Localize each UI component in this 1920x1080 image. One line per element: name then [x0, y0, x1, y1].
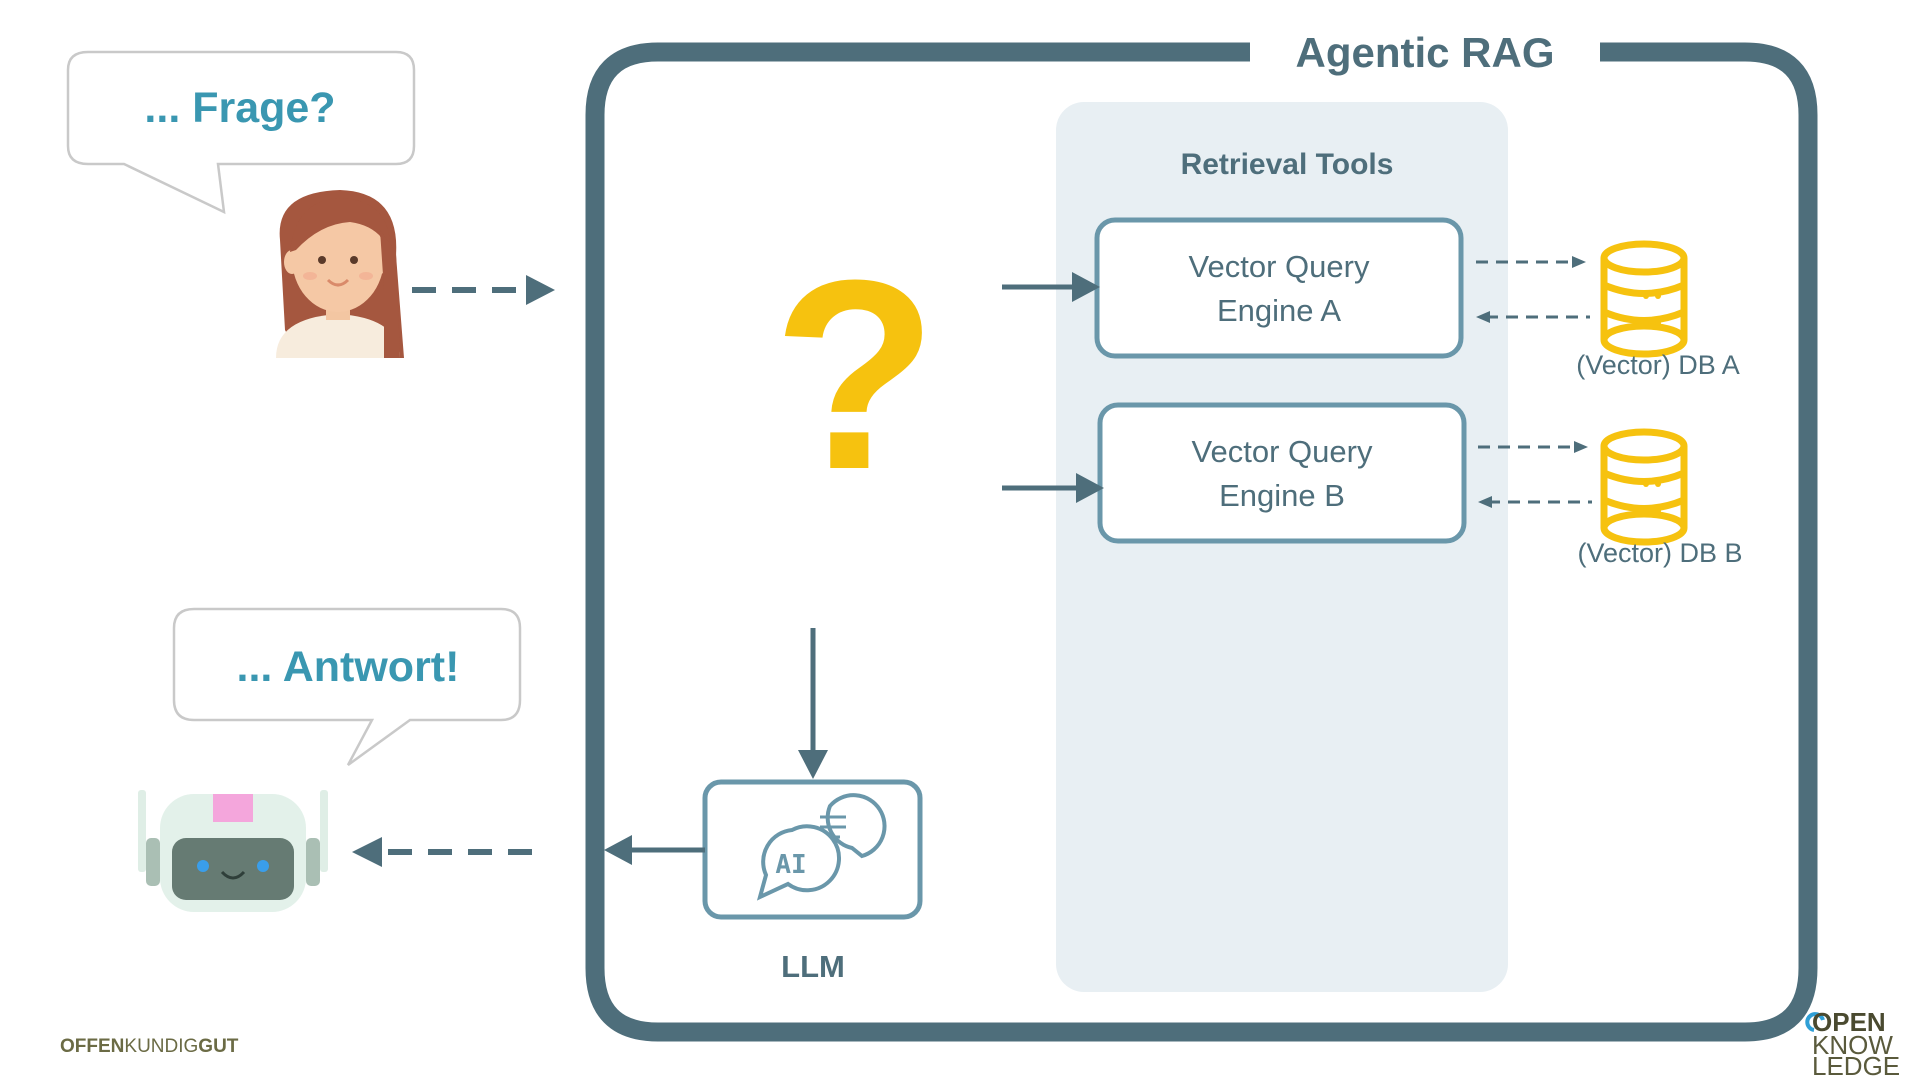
- brand-right-line2: KNOW: [1812, 1030, 1893, 1060]
- arrow-to-engine-a: [1002, 272, 1100, 302]
- engine-a-line2: Engine A: [1217, 293, 1341, 328]
- robot-icon: [138, 790, 328, 912]
- db-a-label: (Vector) DB A: [1576, 350, 1740, 380]
- woman-avatar-icon: [276, 190, 404, 358]
- arrow-user-to-agent: [412, 275, 555, 305]
- question-speech-bubble: [66, 50, 416, 215]
- arrow-db-b-to-engine-b: [1478, 496, 1592, 508]
- ai-chat-bubbles-icon: AI: [756, 793, 887, 901]
- vector-query-engine-a: Vector Query Engine A: [1094, 217, 1464, 359]
- agent-question-mark: ?: [773, 225, 938, 526]
- retrieval-tools-title: Retrieval Tools: [1181, 148, 1394, 181]
- arrow-agent-to-bot: [352, 837, 532, 867]
- diagram-title: Agentic RAG: [1295, 29, 1554, 76]
- question-bubble-text: ... Frage?: [144, 84, 335, 132]
- vector-query-engine-b: Vector Query Engine B: [1097, 402, 1467, 544]
- brand-right-line1: OPEN: [1812, 1007, 1886, 1037]
- database-icon: [1600, 240, 1688, 358]
- db-b-label: (Vector) DB B: [1577, 538, 1742, 568]
- arrow-llm-to-output: [604, 835, 705, 865]
- database-icon: [1600, 428, 1688, 546]
- engine-a-line1: Vector Query: [1189, 249, 1370, 284]
- answer-bubble-text: ... Antwort!: [237, 643, 460, 691]
- agentic-rag-frame: [585, 42, 1818, 1042]
- arrow-engine-a-to-db-a: [1476, 256, 1586, 268]
- answer-speech-bubble: [172, 607, 522, 767]
- brand-right-line3: LEDGE: [1812, 1051, 1900, 1080]
- engine-b-line2: Engine B: [1219, 478, 1345, 513]
- arrow-to-engine-b: [1002, 473, 1104, 503]
- brand-logo-left: OFFENKUNDIGGUT: [60, 1036, 239, 1057]
- arrow-engine-b-to-db-b: [1478, 441, 1588, 453]
- arrow-to-llm: [798, 628, 828, 779]
- engine-b-line1: Vector Query: [1192, 434, 1373, 469]
- brand-logo-right: OPEN KNOW LEDGE: [1805, 1007, 1900, 1080]
- llm-label: LLM: [781, 949, 845, 984]
- ai-icon-text: AI: [775, 850, 806, 880]
- arrow-db-a-to-engine-a: [1476, 311, 1590, 323]
